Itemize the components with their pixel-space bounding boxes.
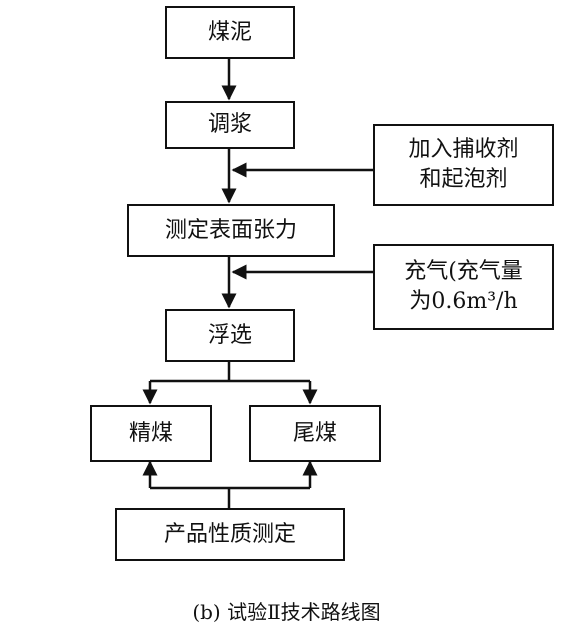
- node-flotation-label: 浮选: [207, 322, 252, 348]
- node-tailings-label: 尾煤: [292, 420, 337, 446]
- figure-caption: (b) 试验Ⅱ技术路线图: [192, 600, 381, 624]
- node-flotation: 浮选: [165, 309, 295, 362]
- node-coal-slime-label: 煤泥: [207, 19, 252, 45]
- node-slurry-label: 调浆: [207, 112, 252, 138]
- node-slurry: 调浆: [165, 101, 295, 149]
- node-additive: 加入捕收剂 和起泡剂: [373, 124, 554, 206]
- node-clean-coal: 精煤: [90, 405, 212, 462]
- node-product-test-label: 产品性质测定: [163, 521, 296, 547]
- node-aeration: 充气(充气量 为0.6m³/h: [373, 244, 554, 330]
- node-surface-tension: 测定表面张力: [127, 204, 335, 257]
- node-surface-tension-label: 测定表面张力: [164, 217, 297, 243]
- node-tailings: 尾煤: [249, 405, 381, 462]
- node-clean-coal-label: 精煤: [128, 420, 173, 446]
- node-aeration-line2: 为0.6m³/h: [409, 289, 518, 314]
- node-additive-line2: 和起泡剂: [419, 167, 508, 192]
- node-coal-slime: 煤泥: [165, 6, 295, 59]
- node-additive-line1: 加入捕收剂: [408, 137, 519, 163]
- node-product-test: 产品性质测定: [115, 508, 345, 561]
- node-aeration-line1: 充气(充气量: [404, 259, 523, 285]
